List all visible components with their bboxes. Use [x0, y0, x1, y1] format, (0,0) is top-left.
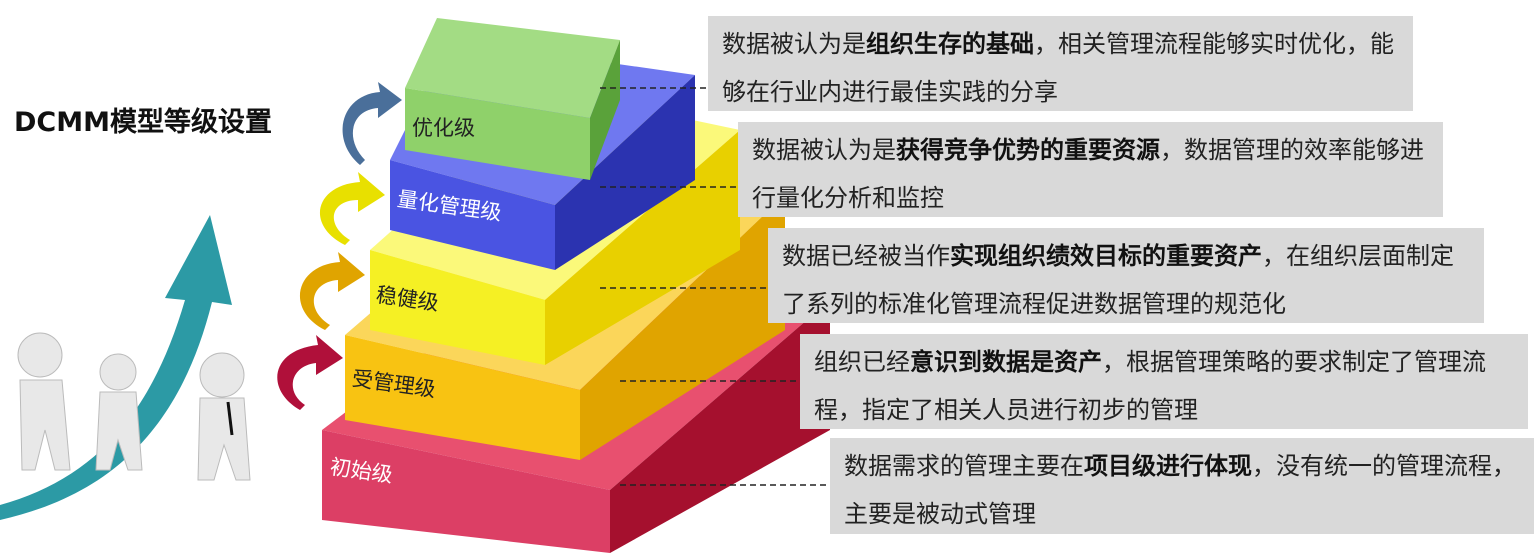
desc-text: ，没有统一的管理流程，主要是被动式管理 [844, 452, 1516, 528]
desc-emphasis: 意识到数据是资产 [910, 348, 1102, 376]
desc-text: ，相关管理流程能够实时优化，能够在行业内进行最佳实践的分享 [722, 30, 1394, 106]
description-quantitative: 数据被认为是获得竞争优势的重要资源，数据管理的效率能够进行量化分析和监控 [738, 122, 1443, 217]
desc-text: ，在组织层面制定了系列的标准化管理流程促进数据管理的规范化 [782, 242, 1454, 318]
description-optimizing: 数据被认为是组织生存的基础，相关管理流程能够实时优化，能够在行业内进行最佳实践的… [708, 16, 1413, 111]
desc-text: 组织已经 [814, 348, 910, 376]
level-label-optimizing: 优化级 [412, 116, 475, 140]
desc-text: 数据已经被当作 [782, 242, 950, 270]
desc-emphasis: 获得竞争优势的重要资源 [896, 136, 1160, 164]
desc-emphasis: 实现组织绩效目标的重要资产 [950, 242, 1262, 270]
description-initial: 数据需求的管理主要在项目级进行体现，没有统一的管理流程，主要是被动式管理 [830, 438, 1534, 534]
desc-text: ，根据管理策略的要求制定了管理流程，指定了相关人员进行初步的管理 [814, 348, 1486, 424]
desc-emphasis: 组织生存的基础 [866, 30, 1034, 58]
curved-arrow-icon [319, 172, 385, 245]
desc-text: 数据被认为是 [752, 136, 896, 164]
description-managed: 组织已经意识到数据是资产，根据管理策略的要求制定了管理流程，指定了相关人员进行初… [800, 334, 1528, 429]
curved-arrow-icon [342, 82, 402, 165]
desc-text: 数据被认为是 [722, 30, 866, 58]
curved-arrow-icon [277, 335, 343, 410]
description-stable: 数据已经被当作实现组织绩效目标的重要资产，在组织层面制定了系列的标准化管理流程促… [768, 228, 1484, 323]
step-optimizing [405, 18, 620, 180]
desc-text: ，数据管理的效率能够进行量化分析和监控 [752, 136, 1424, 212]
desc-text: 数据需求的管理主要在 [844, 452, 1084, 480]
people-figures-icon [17, 332, 251, 481]
curved-arrow-icon [299, 252, 365, 330]
page-title: DCMM模型等级设置 [14, 107, 272, 138]
desc-emphasis: 项目级进行体现 [1084, 452, 1252, 480]
growth-arrow [0, 215, 232, 520]
